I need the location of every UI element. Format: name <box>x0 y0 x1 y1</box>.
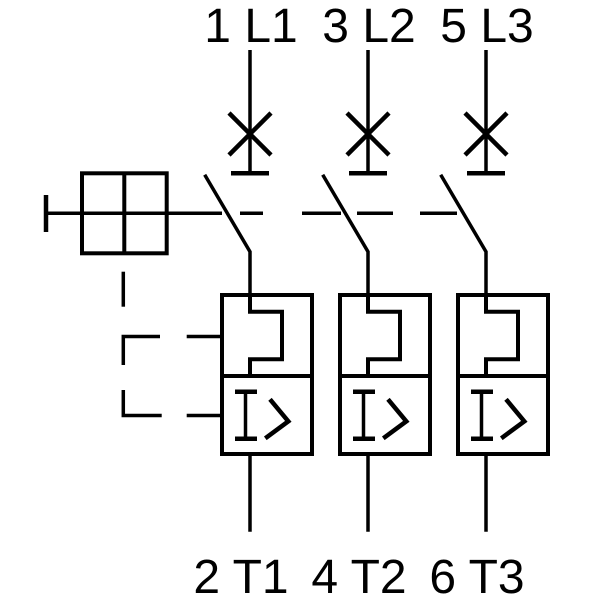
thermal-release-element <box>484 295 520 376</box>
breaker-cross-icon <box>345 111 391 157</box>
magnetic-release-box <box>456 374 550 456</box>
thermal-release-box <box>456 293 550 378</box>
moving-contact <box>321 173 370 295</box>
magnetic-release-box <box>220 374 314 456</box>
magnetic-release-symbol-I-greater <box>353 389 410 441</box>
terminal-label-5L3: 5 L3 <box>440 0 533 53</box>
thermal-release-element <box>366 295 402 376</box>
pole-2: 3 L2 4 T2 <box>311 0 432 600</box>
magnetic-release-box <box>338 374 432 456</box>
breaker-cross-icon <box>227 111 273 157</box>
pole-1: 1 L1 2 T1 <box>193 0 314 600</box>
thermal-release-box <box>220 293 314 378</box>
operating-mechanism <box>43 171 169 256</box>
moving-contact <box>439 173 488 295</box>
terminal-label-2T1: 2 T1 <box>193 551 288 600</box>
trip-linkage-dashed-lines <box>121 271 222 418</box>
breaker-cross-icon <box>463 111 509 157</box>
magnetic-release-symbol-I-greater <box>471 389 528 441</box>
pole-3: 5 L3 6 T3 <box>429 0 550 600</box>
magnetic-release-symbol-I-greater <box>235 389 292 441</box>
moving-contact <box>203 173 252 295</box>
thermal-release-box <box>338 293 432 378</box>
terminal-label-3L2: 3 L2 <box>322 0 415 53</box>
thermal-release-element <box>248 295 284 376</box>
terminal-label-4T2: 4 T2 <box>311 551 406 600</box>
terminal-label-1L1: 1 L1 <box>204 0 297 53</box>
terminal-label-6T3: 6 T3 <box>429 551 524 600</box>
